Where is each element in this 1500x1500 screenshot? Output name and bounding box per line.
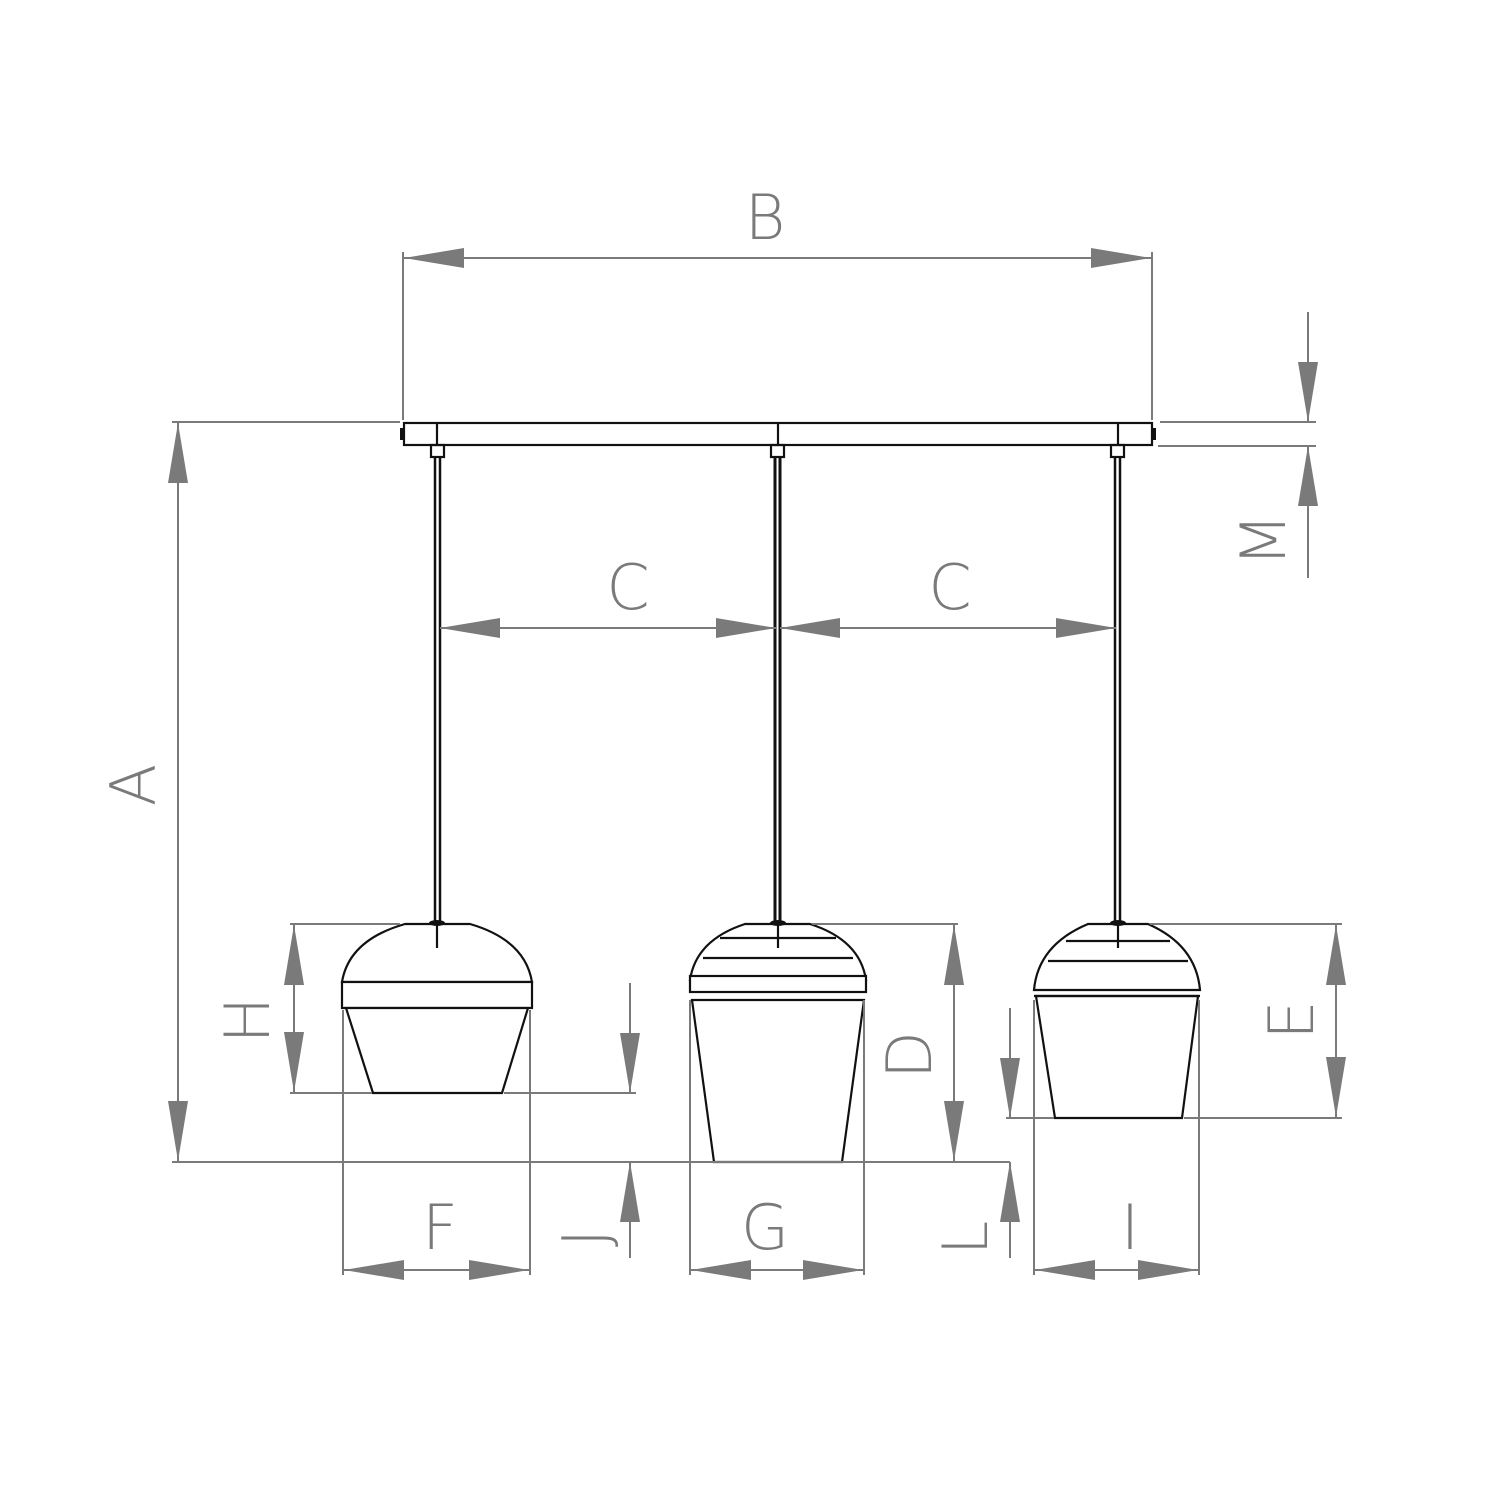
label-a: A [97, 763, 170, 807]
right-shade [1032, 920, 1202, 1120]
canopy-bar [400, 421, 1156, 459]
label-m: M [1227, 513, 1300, 567]
label-f: F [422, 1191, 458, 1264]
label-e: E [1255, 1000, 1328, 1040]
center-shade [688, 920, 868, 1164]
label-g: G [740, 1191, 790, 1264]
extension-lines [172, 252, 1342, 1275]
label-h: H [211, 996, 284, 1044]
label-d: D [873, 1031, 946, 1079]
left-shade [340, 920, 534, 1095]
label-b: B [744, 181, 786, 254]
suspension-cords [433, 457, 1122, 922]
label-j: J [549, 1228, 622, 1248]
label-c-right: C [928, 551, 972, 624]
label-c-left: C [606, 551, 650, 624]
dimension-lines [168, 248, 1346, 1280]
label-l: L [929, 1220, 1002, 1256]
label-i: I [1120, 1191, 1140, 1264]
